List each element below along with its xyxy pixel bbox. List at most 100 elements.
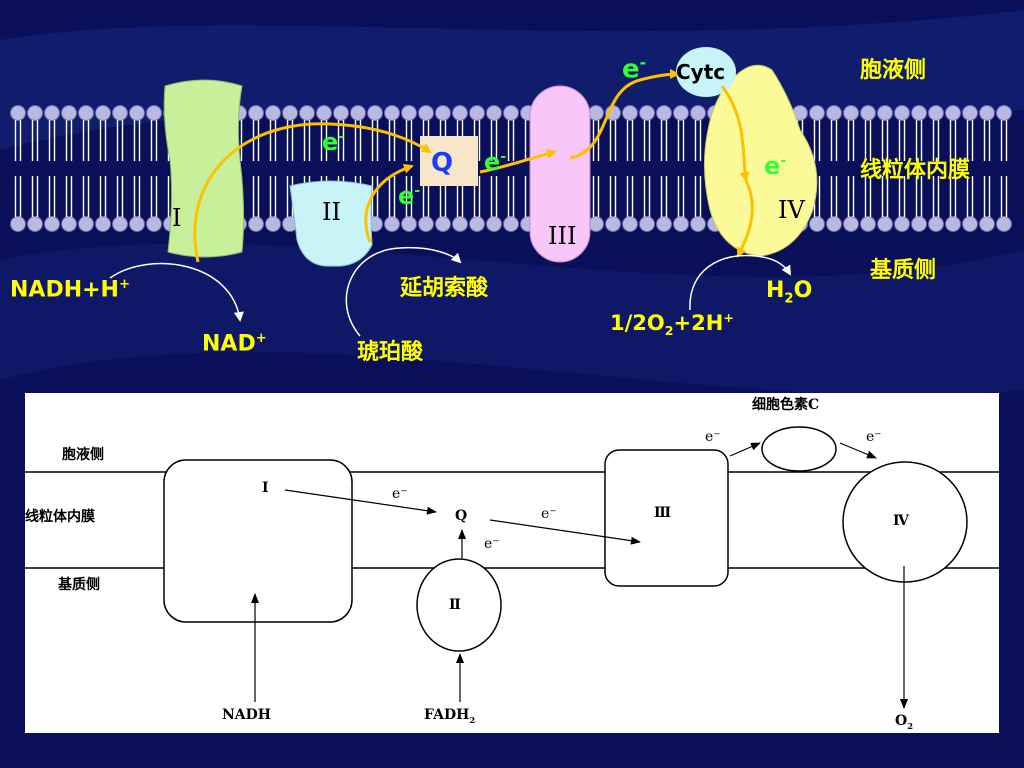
panel-electron-1: e⁻ xyxy=(392,486,408,502)
label-oxygen: 1/2O2+2H+ xyxy=(610,310,734,339)
panel-electron-4: e⁻ xyxy=(705,429,721,445)
panel-arrow-iii-cytc xyxy=(729,442,761,457)
lipid-head xyxy=(894,105,910,121)
lipid-head xyxy=(384,216,400,232)
lipid-head xyxy=(27,105,43,121)
electron-arrow-i-q xyxy=(193,122,432,263)
lipid-head xyxy=(10,105,26,121)
lipid-head xyxy=(469,216,485,232)
panel-electron-3: e⁻ xyxy=(541,506,557,522)
panel-arrow-i-q xyxy=(284,489,437,515)
lipid-head xyxy=(129,105,145,121)
lipid-head xyxy=(809,105,825,121)
panel-label-cytochrome-c: 细胞色素C xyxy=(752,397,820,413)
lipid-head xyxy=(146,216,162,232)
panel-label-cytosol: 胞液侧 xyxy=(62,447,104,463)
label-cytosol-side: 胞液侧 xyxy=(860,58,927,83)
lipid-head xyxy=(843,216,859,232)
electron-arrow-iii-cytc xyxy=(569,69,680,160)
panel-label-nadh: NADH xyxy=(222,707,272,723)
lipid-head xyxy=(877,216,893,232)
label-matrix-side: 基质侧 xyxy=(870,258,937,283)
lipid-head xyxy=(44,216,60,232)
bg-swirl xyxy=(0,243,1024,395)
lipid-head xyxy=(486,216,502,232)
lipid-head xyxy=(78,105,94,121)
lipid-head xyxy=(588,216,604,232)
lipid-head xyxy=(911,105,927,121)
label-water: H2O xyxy=(766,278,813,307)
panel-label-matrix: 基质侧 xyxy=(58,577,100,593)
lipid-head xyxy=(673,216,689,232)
lipid-head xyxy=(979,216,995,232)
lipid-head xyxy=(928,216,944,232)
arrow-succinate-fumarate xyxy=(345,246,462,337)
complex-i-shape xyxy=(163,79,245,258)
arrow-nadh-nad xyxy=(109,262,244,322)
lipid-head xyxy=(452,216,468,232)
arrow-o2-water xyxy=(689,254,792,311)
electron-label-4: e- xyxy=(622,54,647,85)
lipid-head xyxy=(486,105,502,121)
lipid-head xyxy=(44,105,60,121)
lipid-head xyxy=(945,105,961,121)
lipid-head xyxy=(622,216,638,232)
lipid-head xyxy=(95,216,111,232)
electron-label-1: e- xyxy=(322,128,345,156)
lipid-head xyxy=(27,216,43,232)
lipid-head xyxy=(639,105,655,121)
label-complex-iii: III xyxy=(548,222,577,250)
lipid-head xyxy=(401,216,417,232)
lipid-head xyxy=(265,105,281,121)
lipid-head xyxy=(146,105,162,121)
complex-ii-shape xyxy=(289,180,373,267)
label-nadh: NADH+H+ xyxy=(10,277,131,303)
lipid-head xyxy=(996,105,1012,121)
lipid-head xyxy=(622,105,638,121)
electron-arrow-iv-o2 xyxy=(736,179,754,258)
lipid-head xyxy=(469,105,485,121)
panel-label-q: Q xyxy=(455,508,468,524)
cytc-shape xyxy=(676,47,736,97)
lipid-head xyxy=(979,105,995,121)
lipid-head xyxy=(61,216,77,232)
electron-arrow-cytc-iv xyxy=(720,85,750,182)
lipid-head xyxy=(673,105,689,121)
lipid-head xyxy=(112,216,128,232)
lipid-head xyxy=(61,105,77,121)
lipid-head xyxy=(826,105,842,121)
panel-complex-ii xyxy=(416,558,502,652)
lipid-head xyxy=(690,216,706,232)
panel-label-fadh2: FADH2 xyxy=(424,707,476,725)
lipid-head xyxy=(503,105,519,121)
electron-label-2: e- xyxy=(398,182,421,210)
lipid-head xyxy=(860,105,876,121)
lipid-head xyxy=(435,105,451,121)
lipid-head xyxy=(962,105,978,121)
label-fumarate: 延胡索酸 xyxy=(400,276,489,301)
panel-complex-iii xyxy=(604,449,729,587)
panel-label-complex-iii: Ⅲ xyxy=(654,505,672,521)
lipid-head xyxy=(877,105,893,121)
lipid-head xyxy=(10,216,26,232)
lipid-head xyxy=(503,216,519,232)
lipid-head xyxy=(367,105,383,121)
lipid-head xyxy=(945,216,961,232)
lipid-head xyxy=(435,216,451,232)
lipid-head xyxy=(129,216,145,232)
lipid-head xyxy=(265,216,281,232)
electron-arrow-q-iii xyxy=(479,149,557,174)
panel-label-complex-ii: Ⅱ xyxy=(449,597,461,613)
panel-arrow-cytc-iv xyxy=(839,442,877,459)
lipid-head xyxy=(333,105,349,121)
lipid-head xyxy=(418,105,434,121)
panel-electron-5: e⁻ xyxy=(866,429,882,445)
panel-label-complex-i: I xyxy=(262,480,269,496)
lipid-head xyxy=(843,105,859,121)
label-complex-iv: IV xyxy=(778,196,805,224)
lipid-head xyxy=(248,216,264,232)
lipid-head xyxy=(860,216,876,232)
electron-label-5: e- xyxy=(764,152,787,180)
electron-arrow-ii-q xyxy=(364,163,414,243)
